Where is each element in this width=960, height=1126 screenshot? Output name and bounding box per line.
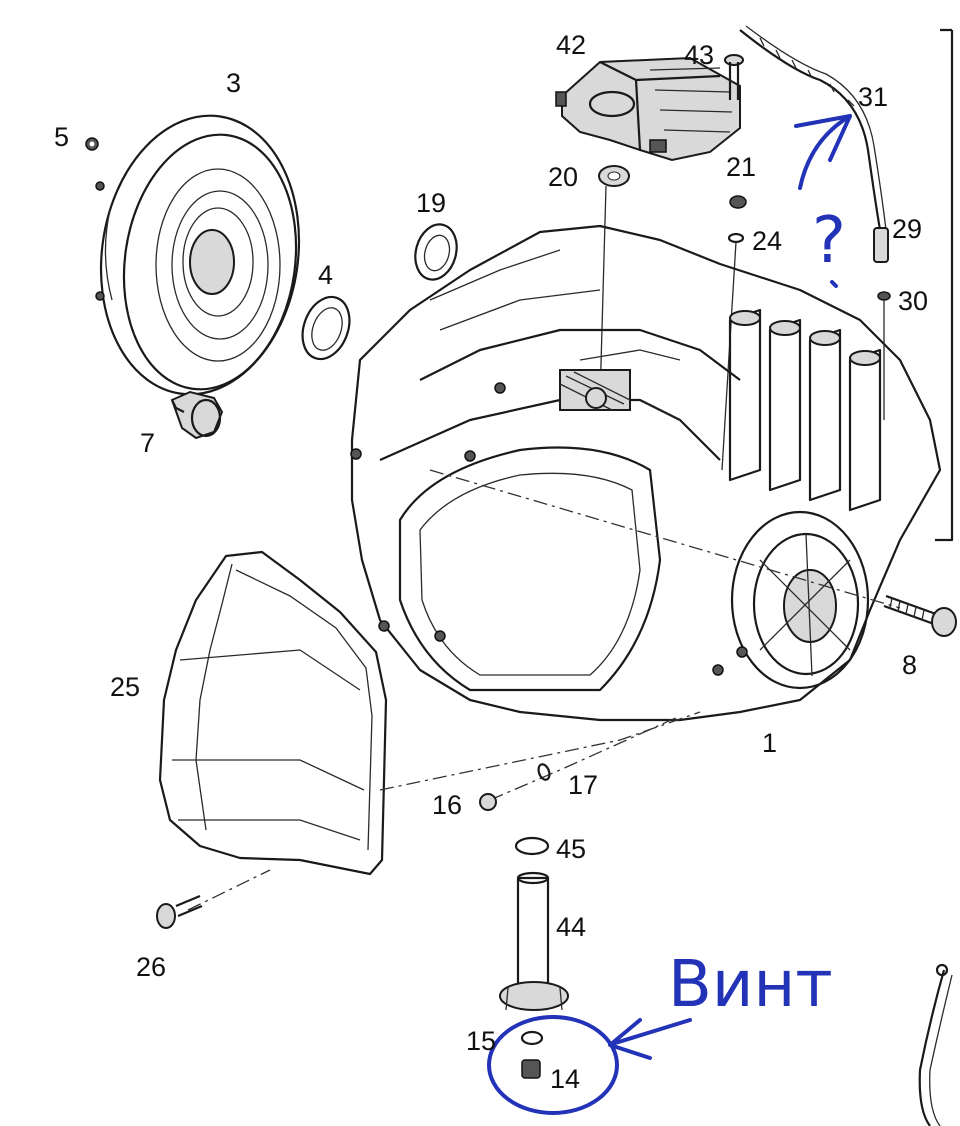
transmission-housing-part-1 (350, 224, 942, 722)
control-module-part-42 (555, 56, 741, 162)
screw-part-14 (521, 1059, 541, 1079)
nut-part-5 (85, 137, 99, 151)
callout-15: 15 (466, 1026, 496, 1056)
cover-part-25 (158, 550, 388, 876)
callout-3: 3 (226, 68, 241, 98)
washer-part-15 (520, 1030, 544, 1046)
callout-26: 26 (136, 952, 166, 982)
seal-part-4 (301, 295, 351, 361)
callout-20: 20 (548, 162, 578, 192)
callout-43: 43 (684, 40, 714, 70)
bolt-part-8 (429, 469, 957, 637)
callout-31: 31 (858, 82, 888, 112)
handwritten-question-mark: ? (812, 204, 846, 278)
cable-fragment (918, 963, 953, 1126)
callout-19: 19 (416, 188, 446, 218)
callout-30: 30 (898, 286, 928, 316)
wire-harness-part-31 (739, 25, 887, 231)
sensor-part-29 (873, 227, 889, 263)
callout-29: 29 (892, 214, 922, 244)
inset-box-border (935, 28, 954, 542)
seal-part-19 (414, 223, 458, 281)
callout-21: 21 (726, 152, 756, 182)
nut-part-21 (729, 195, 747, 209)
handwritten-note: Винт (668, 948, 833, 1022)
handwritten-arrow-to-screw (608, 1018, 692, 1060)
callout-14: 14 (550, 1064, 580, 1094)
standpipe-part-44 (499, 871, 569, 1011)
callout-7: 7 (140, 428, 155, 458)
bolt-part-16 (479, 715, 681, 811)
o-ring-part-45 (514, 836, 550, 856)
bolt-part-26 (156, 869, 271, 929)
washer-part-17 (537, 763, 551, 781)
plug-bolt-part-7 (170, 390, 224, 440)
handwritten-arrow-to-wire (794, 114, 852, 190)
assembly-guide-line (379, 711, 701, 791)
callout-17: 17 (568, 770, 598, 800)
callout-24: 24 (752, 226, 782, 256)
callout-45: 45 (556, 834, 586, 864)
bolt-part-43 (724, 54, 744, 100)
torque-converter (95, 114, 301, 396)
callout-5: 5 (54, 122, 69, 152)
handwritten-circle-around-screw (487, 1015, 619, 1115)
callout-44: 44 (556, 912, 586, 942)
callout-4: 4 (318, 260, 333, 290)
callout-8: 8 (902, 650, 917, 680)
handwritten-question-dot (830, 280, 838, 288)
callout-42: 42 (556, 30, 586, 60)
callout-16: 16 (432, 790, 462, 820)
callout-25: 25 (110, 672, 140, 702)
seal-ring-part-20 (598, 165, 630, 401)
callout-1: 1 (762, 728, 777, 758)
o-ring-part-30 (877, 291, 891, 420)
